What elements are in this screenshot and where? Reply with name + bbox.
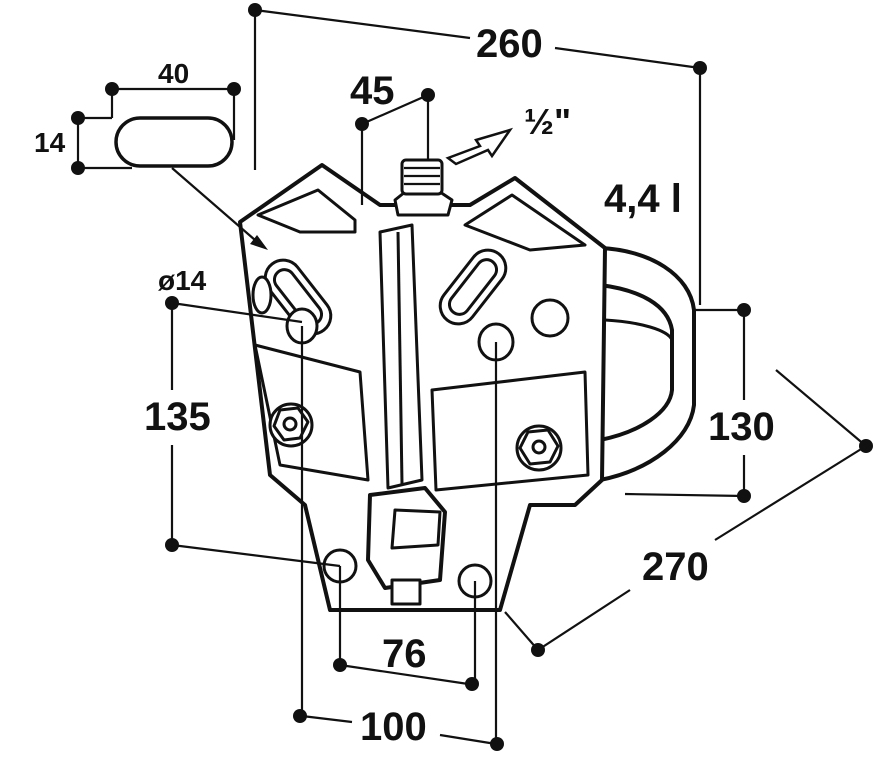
drinking-bowl-illustration: [238, 158, 696, 612]
label-thread: ½": [524, 101, 571, 142]
label-hole-diameter: ø14: [158, 265, 207, 296]
label-pipe-offset: 45: [350, 69, 395, 113]
label-slot-height: 14: [34, 127, 66, 158]
valve-face: [390, 508, 442, 550]
label-slot-length: 40: [158, 58, 189, 89]
dimension-lines: [71, 3, 873, 751]
thread-arrow: [445, 127, 514, 166]
label-hole-spacing-inner: 76: [382, 632, 427, 676]
bolt-left: [268, 402, 314, 448]
left-wing: [256, 188, 357, 234]
right-panel: [430, 370, 590, 492]
label-bowl-height: 130: [708, 405, 775, 449]
label-hole-spacing-outer: 100: [360, 705, 427, 749]
slot-right: [438, 248, 508, 326]
slot-detail: [114, 116, 234, 168]
bowl-rim: [598, 246, 696, 482]
center-channel-line: [396, 231, 404, 485]
right-wing: [463, 193, 587, 252]
dimension-labels: 260 40 14 45 ½" 4,4 l ø14 135 130 270 76…: [34, 22, 775, 749]
label-depth: 270: [642, 545, 709, 589]
bowl-inner: [604, 318, 674, 341]
label-volume: 4,4 l: [604, 177, 682, 221]
label-vertical-holes: 135: [144, 395, 211, 439]
bolt-right: [515, 424, 563, 472]
label-overall-width: 260: [476, 22, 543, 66]
valve-stem: [390, 578, 422, 606]
